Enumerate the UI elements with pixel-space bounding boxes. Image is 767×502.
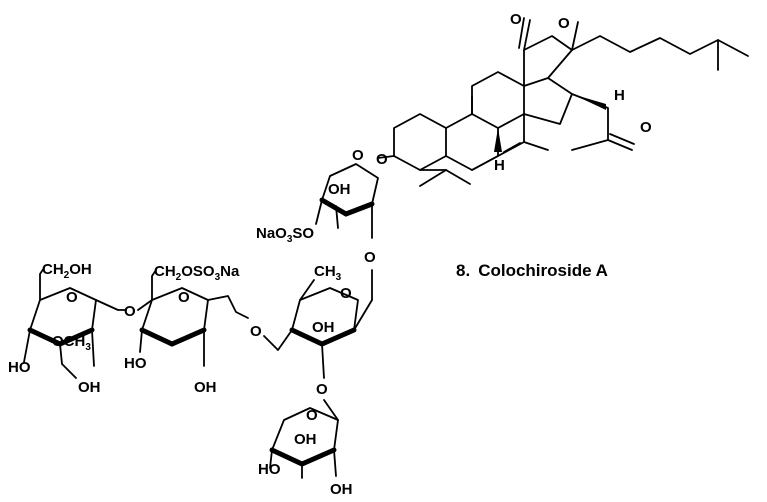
xyl2-oh1: OH <box>294 431 317 448</box>
link-O-glc-quin: O <box>250 323 262 340</box>
xylose-oh: OH <box>328 181 351 198</box>
h-wedge <box>572 94 606 110</box>
h9-wedge <box>494 128 502 152</box>
aglycone-labels: O O O H H O <box>376 11 652 174</box>
quin-oh: OH <box>312 319 335 336</box>
sulfate-na-label: NaO3SO <box>256 225 314 245</box>
compound-title: 8.Colochiroside A <box>456 261 608 280</box>
glycoside-O-label: O <box>376 151 388 168</box>
glc-ho: HO <box>124 355 147 372</box>
ketone-O: O <box>640 119 652 136</box>
xylose-1: O OH NaO3SO O <box>256 147 379 266</box>
xylose-ring-O: O <box>352 147 364 164</box>
link-O-xyl-quin: O <box>364 249 376 266</box>
quin-ch3: CH3 <box>314 263 342 283</box>
xylose-2: O OH HO OH <box>258 399 353 498</box>
mglc-ho: HO <box>8 359 31 376</box>
xyl2-oh2: OH <box>330 481 353 497</box>
quinovose: CH3 O OH O <box>263 263 373 398</box>
mglc-oh: OH <box>78 379 101 396</box>
aglycone-bonds <box>377 17 749 187</box>
glucose-sulfated: CH2OSO3Na O HO OH O <box>124 263 262 396</box>
quin-ring-O: O <box>340 285 352 302</box>
mglc-ring-O: O <box>66 289 78 306</box>
xyl2-ho: HO <box>258 461 281 478</box>
methyl-glucose: CH2OH O OCH3 HO OH O <box>8 261 136 396</box>
lactone-ring-O: O <box>558 15 570 32</box>
xyl2-ring-O: O <box>306 407 318 424</box>
link-O-quin-xyl2: O <box>316 381 328 398</box>
mglc-ch2oh: CH2OH <box>42 261 92 281</box>
glc-oh: OH <box>194 379 217 396</box>
h-c9-label: H <box>494 157 505 174</box>
glc-ring-O: O <box>178 289 190 306</box>
glc-ch2oso3na: CH2OSO3Na <box>154 263 240 283</box>
mglc-och3: OCH3 <box>52 333 91 353</box>
lactone-carbonyl-O: O <box>510 11 522 28</box>
h-c20-label: H <box>614 87 625 104</box>
link-O-mglc-glc: O <box>124 303 136 320</box>
